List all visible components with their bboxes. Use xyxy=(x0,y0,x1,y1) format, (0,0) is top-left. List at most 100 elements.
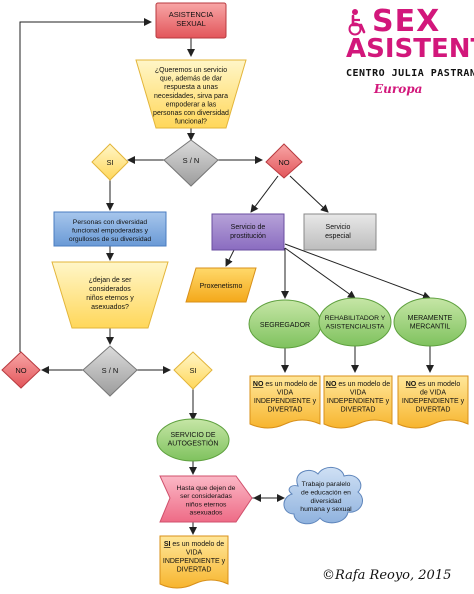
si-1-shape xyxy=(91,143,129,181)
text-line: especial xyxy=(325,233,351,240)
hasta-que-shape xyxy=(159,475,253,523)
sex-asistent-logo: SEX ASISTENT CENTRO JULIA PASTRANA Europ… xyxy=(338,4,474,102)
no-2-text: NO xyxy=(15,366,26,375)
text-line: empoderar a las xyxy=(166,101,217,108)
text-line: Trabajo paralelo xyxy=(302,481,351,488)
logo-line-sex: SEX xyxy=(372,4,441,39)
text-line: INDEPENDIENTE y xyxy=(254,398,317,405)
logo-line-asistent: ASISTENT xyxy=(346,34,474,64)
node-meramente-mercantil: MERAMENTE MERCANTIL xyxy=(393,297,467,347)
text-line: respuesta a unas xyxy=(164,84,218,91)
text-line: de VIDA xyxy=(420,390,446,397)
node-servicio-prostitucion: Servicio de prostitución xyxy=(211,213,285,251)
personas-empoderadas-box xyxy=(53,211,167,247)
text-line: Servicio de xyxy=(231,224,266,231)
logo-line-centro: CENTRO JULIA PASTRANA xyxy=(346,68,474,79)
si-2-text: SI xyxy=(189,366,196,375)
text-line: VIDA xyxy=(186,550,203,557)
no-modelo-2-shape xyxy=(323,375,393,429)
wheelchair-icon xyxy=(348,9,366,36)
si-1-text: SI xyxy=(106,158,113,167)
text-line: Personas con diversidad xyxy=(73,219,148,226)
servicio-prostitucion-text: Servicio de prostitución xyxy=(230,224,266,240)
no-modelo-3-shape xyxy=(397,375,469,429)
servicio-especial-text: Servicio especial xyxy=(325,224,351,240)
text-line: SEXUAL xyxy=(176,19,206,28)
node-no-2: NO xyxy=(1,351,41,389)
text-line: prostitución xyxy=(230,233,266,240)
servicio-prostitucion-box xyxy=(211,213,285,251)
segregador-text: SEGREGADOR xyxy=(260,322,310,329)
text-line: Servicio xyxy=(326,224,351,231)
text-line: considerados xyxy=(89,286,131,293)
node-decision-1: S / N xyxy=(163,139,219,187)
text-line: REHABILITADOR Y xyxy=(325,315,386,322)
question-ninos-shape xyxy=(51,261,169,329)
text-line: INDEPENDIENTE y xyxy=(163,558,226,565)
node-si-2: SI xyxy=(173,351,213,390)
text-line: AUTOGESTIÓN xyxy=(168,439,219,448)
connectors xyxy=(19,18,434,535)
node-no-1: NO xyxy=(265,143,303,179)
text-line: humana y sexual xyxy=(300,506,352,513)
decision-1-shape xyxy=(163,139,219,187)
text-line: necesidades, sirva para xyxy=(154,93,228,100)
node-servicio-especial: Servicio especial xyxy=(303,213,377,251)
logo-line-europa: Europa xyxy=(374,82,423,96)
no-modelo-1-shape xyxy=(249,375,321,429)
asistencia-sexual-box xyxy=(155,2,227,39)
no-1-shape xyxy=(265,143,303,179)
text-line: DIVERTAD xyxy=(416,407,451,414)
text-line: MERCANTIL xyxy=(410,324,451,331)
no-2-shape xyxy=(1,351,41,389)
text-line: DIVERTAD xyxy=(268,407,303,414)
text-line: VIDA xyxy=(350,390,367,397)
text-line: ASISTENCIA xyxy=(169,10,214,19)
text-line: NO es un modelo de xyxy=(326,381,390,388)
copyright-text: ©Rafa Reoyo, 2015 xyxy=(322,568,452,583)
rehabilitador-shape xyxy=(318,297,392,347)
text-line: niños eternos xyxy=(186,501,227,508)
text-line: que, además de dar xyxy=(160,76,223,83)
question-empoderar-shape xyxy=(135,59,247,129)
text-line: NO es un modelo xyxy=(406,381,461,388)
si-modelo-shape xyxy=(159,535,229,589)
servicio-especial-box xyxy=(303,213,377,251)
text-line: ¿dejan de ser xyxy=(89,277,132,284)
decision-1-text: S / N xyxy=(183,156,200,165)
decision-2-text: S / N xyxy=(102,366,119,375)
meramente-mercantil-text: MERAMENTE MERCANTIL xyxy=(408,315,453,331)
text-line: MERAMENTE xyxy=(408,315,453,322)
text-line: funcional? xyxy=(175,119,207,126)
loop-back-line xyxy=(19,18,152,352)
node-segregador: SEGREGADOR xyxy=(248,299,322,349)
text-line: VIDA xyxy=(277,390,294,397)
node-proxenetismo: Proxenetismo xyxy=(185,267,257,303)
text-line: ¿Queremos un servicio xyxy=(155,67,227,74)
decision-2-shape xyxy=(82,345,138,397)
text-line: de educación en xyxy=(301,489,351,496)
text-line: SERVICIO DE xyxy=(171,432,216,439)
proxenetismo-text: Proxenetismo xyxy=(200,283,243,290)
